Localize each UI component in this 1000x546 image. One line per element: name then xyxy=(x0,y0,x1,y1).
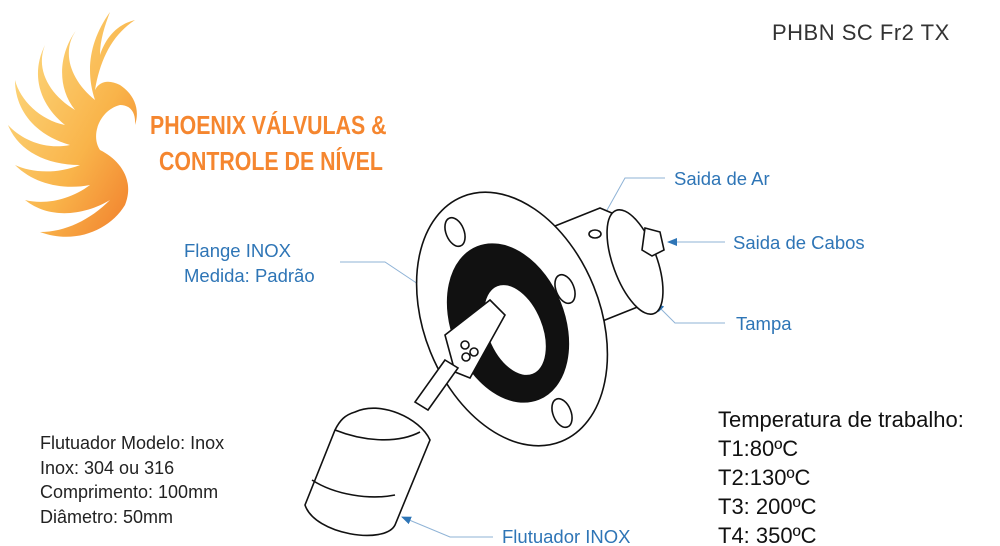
float-spec-model: Flutuador Modelo: Inox xyxy=(40,433,225,453)
temperature-t2: T2:130ºC xyxy=(718,465,811,490)
flutuador-leader-line xyxy=(401,516,493,538)
brand-name-line1: PHOENIX VÁLVULAS & xyxy=(150,110,387,140)
brand-name-line2: CONTROLE DE NÍVEL xyxy=(159,146,383,176)
temperature-t4: T4: 350ºC xyxy=(718,523,817,546)
temperature-t1: T1:80ºC xyxy=(718,436,799,461)
switch-body-drawing xyxy=(304,191,665,537)
temperature-t3: T3: 200ºC xyxy=(718,494,817,519)
phoenix-logo-icon xyxy=(8,12,137,237)
saida-cabos-label: Saida de Cabos xyxy=(733,232,865,253)
flange-label-line2: Medida: Padrão xyxy=(184,265,315,286)
float-spec-material: Inox: 304 ou 316 xyxy=(40,457,175,478)
flange-label-line1: Flange INOX xyxy=(184,240,291,261)
temperature-heading: Temperatura de trabalho: xyxy=(718,407,964,432)
tampa-label: Tampa xyxy=(736,313,792,334)
float-spec-length: Comprimento: 100mm xyxy=(40,482,219,502)
temperature-block: Temperatura de trabalho: T1:80ºC T2:130º… xyxy=(718,405,964,546)
saida-ar-label: Saida de Ar xyxy=(674,168,770,189)
float-spec-diameter: Diâmetro: 50mm xyxy=(40,506,174,527)
flutuador-label: Flutuador INOX xyxy=(502,526,631,546)
flange-leader-line xyxy=(340,261,431,293)
flange-label: Flange INOX Medida: Padrão xyxy=(184,238,315,288)
tampa-leader-line xyxy=(654,302,725,324)
float-specs: Flutuador Modelo: Inox Inox: 304 ou 316 … xyxy=(40,431,224,529)
model-title: PHBN SC Fr2 TX xyxy=(772,20,950,45)
